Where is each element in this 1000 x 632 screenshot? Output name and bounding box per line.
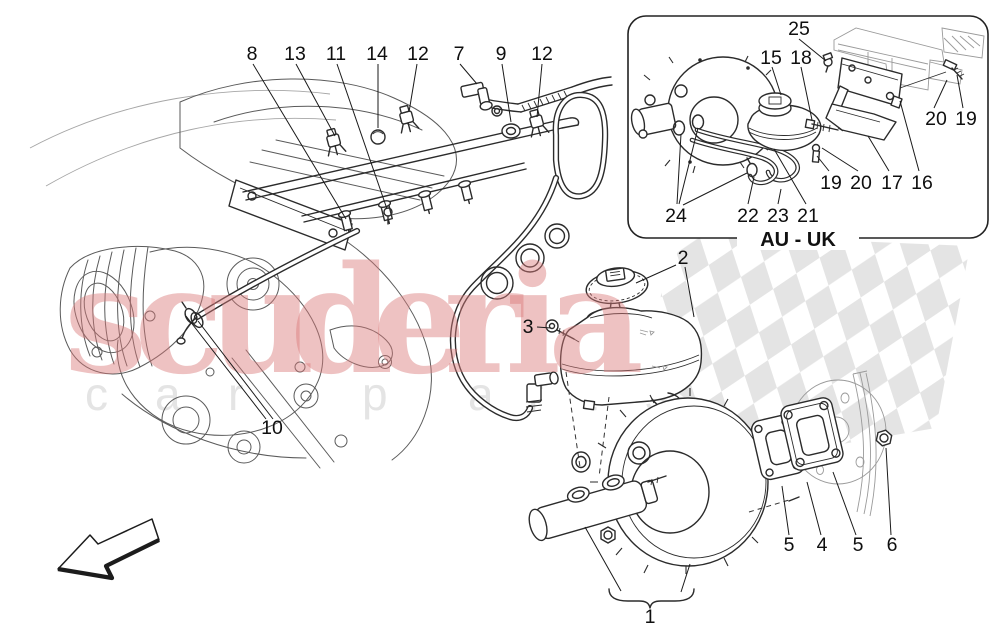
callout-15: 15 (760, 47, 782, 69)
callout-5a: 5 (784, 534, 795, 556)
callout-13: 13 (284, 43, 306, 65)
callout-5b: 5 (853, 534, 864, 556)
belt (852, 370, 877, 517)
ball-part14 (370, 129, 386, 145)
callout-19r: 19 (955, 108, 977, 130)
callout-23: 23 (767, 205, 789, 227)
callout-18: 18 (790, 47, 812, 69)
clamp-22 (746, 162, 758, 178)
callout-24: 24 (665, 205, 687, 227)
mini-reservoir (747, 92, 822, 152)
callout-8: 8 (247, 43, 258, 65)
callout-20b: 20 (850, 172, 872, 194)
oring-gaskets (480, 223, 570, 300)
reservoir-cap (585, 267, 649, 305)
label-mask (737, 228, 859, 250)
region-label: AU - UK (760, 229, 836, 251)
elbow-part7 (460, 81, 493, 111)
clamp-part25 (822, 52, 834, 73)
pipe-rail-assembly (176, 76, 613, 422)
bolt-part19b (811, 143, 821, 163)
callout-16: 16 (911, 172, 933, 194)
callout-12b: 12 (531, 43, 553, 65)
callout-6: 6 (887, 534, 898, 556)
callout-20r: 20 (925, 108, 947, 130)
bolt-part19-20-right (942, 59, 965, 80)
bolt-part3 (545, 319, 580, 343)
callout-21: 21 (797, 205, 819, 227)
grommet-part9 (501, 123, 521, 139)
callout-leaders (185, 38, 964, 536)
direction-arrow (57, 518, 160, 581)
hose-clamp-part10 (181, 301, 204, 329)
mini-master-cylinder (630, 94, 677, 139)
callout-numbers: 8 13 11 14 12 7 9 12 25 15 18 20 19 19 2… (247, 18, 977, 628)
brace-part1 (608, 588, 695, 609)
callout-4: 4 (817, 534, 828, 556)
callout-7: 7 (454, 43, 465, 65)
bracket-part16-17 (825, 57, 903, 141)
callout-2: 2 (678, 247, 689, 269)
callout-22: 22 (737, 205, 759, 227)
bolt-part18 (804, 118, 844, 133)
servo-assembly (528, 370, 893, 609)
checkered-flag-watermark (652, 234, 970, 458)
master-cylinder (528, 474, 659, 542)
callout-12a: 12 (407, 43, 429, 65)
engine-sketch (29, 78, 457, 469)
callout-10: 10 (261, 417, 283, 439)
callout-9: 9 (496, 43, 507, 65)
spacer-part4 (780, 397, 844, 471)
callout-19b: 19 (820, 172, 842, 194)
callout-1: 1 (645, 606, 656, 628)
callout-11: 11 (326, 43, 346, 65)
hose-elbow-fitting (525, 371, 559, 413)
callout-17: 17 (881, 172, 903, 194)
nut-part6 (875, 429, 893, 447)
callout-14: 14 (366, 43, 388, 65)
nut (600, 526, 616, 544)
callout-3: 3 (523, 316, 534, 338)
watermark-scuderia: scuderia (64, 233, 644, 407)
reservoir-tank (559, 306, 703, 406)
callout-25: 25 (788, 18, 810, 40)
clamp-24a (672, 120, 686, 136)
